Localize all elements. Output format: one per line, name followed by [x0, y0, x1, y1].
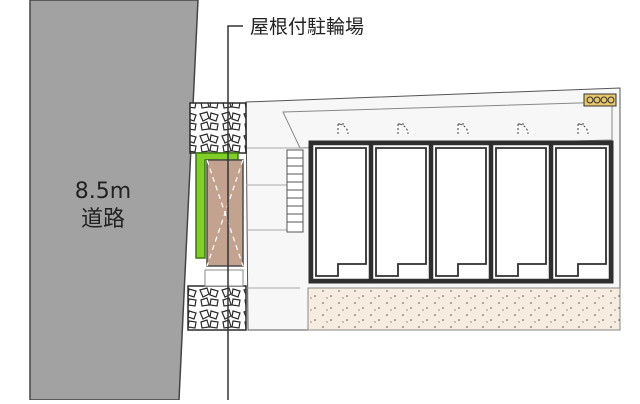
apartment-unit	[490, 142, 552, 282]
apartment-unit	[550, 142, 612, 282]
apartment-unit	[310, 142, 372, 282]
planting-strip-bottom	[187, 285, 247, 331]
staircase-icon	[286, 149, 304, 233]
bike-parking-callout-label: 屋根付駐輪場	[250, 16, 365, 38]
door-swing-icon	[337, 123, 349, 135]
utility-meter-icon	[583, 93, 617, 107]
apartment-unit	[430, 142, 492, 282]
gravel-area	[307, 287, 621, 331]
road-width-label: 8.5m	[74, 179, 132, 204]
green-hedge	[195, 152, 239, 259]
gate-area	[204, 269, 244, 287]
door-swing-icon	[577, 123, 589, 135]
road-name-label: 道路	[80, 206, 125, 232]
door-swing-icon	[457, 123, 469, 135]
door-swing-icon	[517, 123, 529, 135]
callout-leader	[227, 25, 243, 400]
planting-strip-top	[189, 102, 247, 154]
door-swing-icon	[397, 123, 409, 135]
apartment-unit	[370, 142, 432, 282]
building-outline	[308, 140, 614, 284]
